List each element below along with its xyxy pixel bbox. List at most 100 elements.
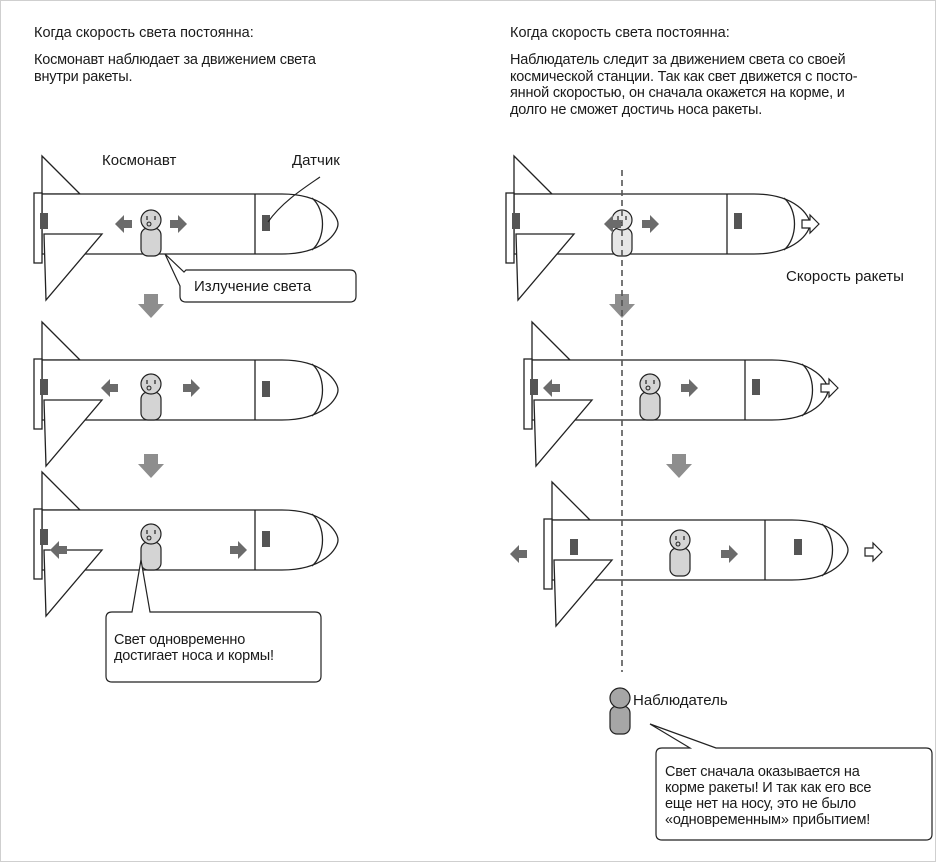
person-mouth [146,385,152,391]
down-arrow-icon [666,454,692,478]
observer-bubble-text: Свет сначала оказывается на корме ракеты… [665,764,871,828]
rocket-nose-cap [783,197,796,251]
person-head [609,687,631,709]
rocket-icon [505,154,811,302]
right-description-line: долго не сможет достичь носа ракеты. [510,101,763,118]
person-head [669,529,691,551]
sensor-icon [262,531,270,547]
light-arrow-icon [101,379,118,397]
velocity-arrow-icon [801,213,820,235]
person-head [140,373,162,395]
sensor-label: Датчик [292,152,340,169]
rocket-bottom-fin [553,559,614,628]
velocity-arrow-icon [820,377,839,399]
person-body [669,547,691,577]
sensor-icon [512,213,520,229]
light-arrow-icon [230,541,247,559]
sensor-icon [734,213,742,229]
rocket-icon [543,480,849,628]
emission-bubble [164,253,357,303]
light-arrow-icon [642,215,659,233]
observer-bubble-line: еще нет на носу, это не было [665,796,857,812]
emission-bubble-text: Излучение света [194,278,312,295]
rocket-top-fin [41,320,82,361]
person-mouth [675,541,681,547]
simultaneous-bubble [105,559,322,683]
person-head [140,523,162,545]
person-body [140,227,162,257]
observer-label: Наблюдатель [633,692,728,709]
left-description: Космонавт наблюдает за движением света в… [34,52,394,85]
rocket-top-fin [531,320,572,361]
rocket-bottom-fin [515,233,576,302]
sensor-icon [794,539,802,555]
sensor-icon [530,379,538,395]
person-head [639,373,661,395]
light-arrow-icon [721,545,738,563]
astronaut-label: Космонавт [102,152,177,169]
down-arrow-icon [138,454,164,478]
observer-bubble [649,723,933,841]
sensor-icon [752,379,760,395]
rocket-top-fin [41,470,82,511]
sensor-label-pointer [267,176,321,223]
light-arrow-icon [115,215,132,233]
right-description-line: янной скоростью, он сначала окажется на … [510,85,845,102]
observer-bubble-line: корме ракеты! И так как его все [665,780,872,796]
sensor-icon [262,381,270,397]
rocket-bottom-fin [43,549,104,618]
observer-icon [609,687,631,735]
person-head [140,209,162,231]
right-heading: Когда скорость света постоянна: [510,25,730,41]
left-description-line: Космонавт наблюдает за движением света [34,52,316,68]
simultaneous-bubble-text: Свет одновременно достигает носа и кормы… [114,632,274,664]
rocket-speed-label: Скорость ракеты [786,268,904,285]
rocket-nose-cap [311,513,324,567]
person-mouth [645,385,651,391]
astronaut-icon [140,373,162,421]
rocket-tail [543,518,553,590]
rocket-icon [523,320,829,468]
astronaut-icon [669,529,691,577]
down-arrow-icon [138,294,164,318]
astronaut-icon [140,209,162,257]
observer-bubble-line: «одновременным» прибытием! [665,812,871,828]
sensor-icon [40,529,48,545]
sensor-icon [40,213,48,229]
rocket-icon [33,154,339,302]
rocket-icon [33,320,339,468]
rocket-top-fin [41,154,82,195]
right-description-line: космической станции. Так как свет движет… [510,68,858,85]
person-mouth [146,535,152,541]
rocket-body [41,193,339,255]
light-arrow-icon [604,215,621,233]
light-arrow-icon [543,379,560,397]
astronaut-icon [639,373,661,421]
astronaut-icon [140,523,162,571]
left-heading: Когда скорость света постоянна: [34,25,254,41]
person-body [609,705,631,735]
sensor-icon [570,539,578,555]
person-body [140,391,162,421]
light-arrow-icon [170,215,187,233]
rocket-nose-cap [311,197,324,251]
person-body [140,541,162,571]
person-mouth [146,221,152,227]
rocket-icon [33,470,339,618]
rocket-nose-cap [801,363,814,417]
light-arrow-icon [681,379,698,397]
light-arrow-icon [50,541,67,559]
rocket-top-fin [551,480,592,521]
rocket-bottom-fin [43,233,104,302]
rocket-nose-cap [821,523,834,577]
rocket-nose-cap [311,363,324,417]
rocket-top-fin [513,154,554,195]
rocket-bottom-fin [533,399,594,468]
velocity-arrow-icon [864,541,883,563]
sensor-icon [262,215,270,231]
person-body [639,391,661,421]
rocket-bottom-fin [43,399,104,468]
light-arrow-icon [510,545,527,563]
